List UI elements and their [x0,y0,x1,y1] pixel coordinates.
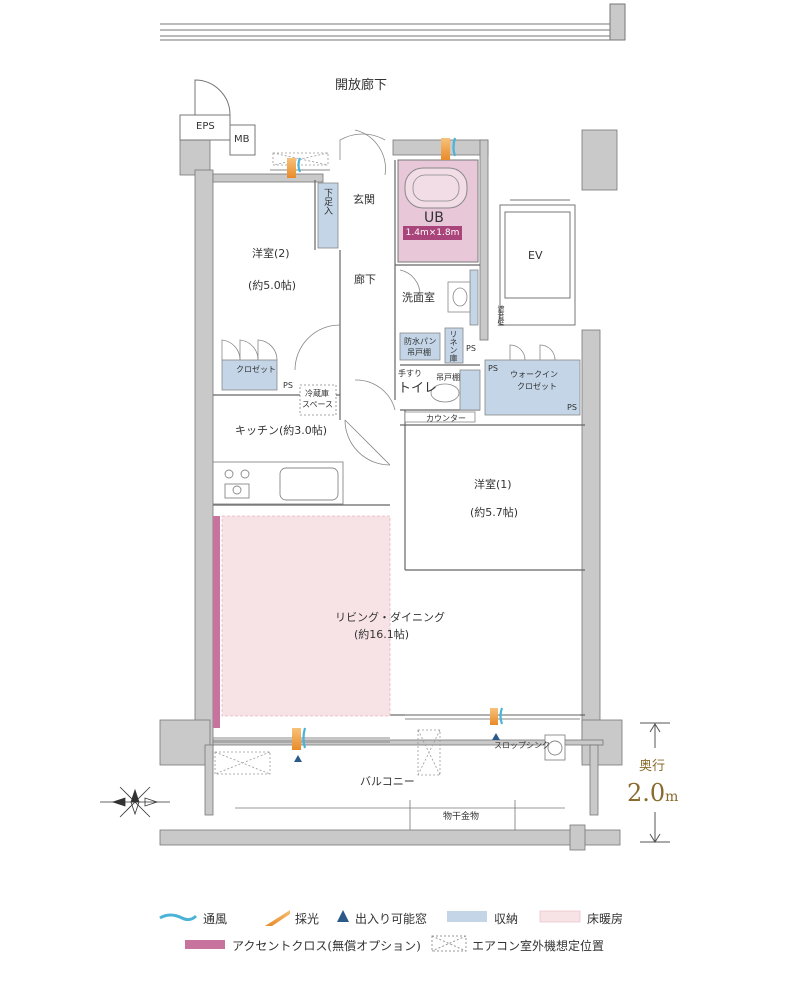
linen-label: リネン庫 [449,330,458,362]
walkin-label-2: クロゼット [517,382,557,391]
tsuridana2-label: 吊戸棚 [436,373,460,382]
closet-label: クロゼット [236,365,276,374]
tsuridana1-label: 吊戸棚 [407,348,431,357]
closet-doors [221,339,556,361]
getabako-label: 下足入 [322,188,332,215]
legend-shuno: 収納 [494,912,519,926]
roka-label: 廊下 [354,273,376,286]
legend-saiko: 採光 [295,912,320,926]
corridor-label: 開放廊下 [335,78,388,93]
walls [159,129,623,851]
living-label: リビング・ダイニング [335,611,445,624]
legend-deiri: 出入り可能窓 [355,912,428,926]
ev-label: EV [528,249,543,262]
yoshitsu2-size: (約5.0帖) [248,279,297,292]
depth-value: 2.0m [627,779,678,807]
hang-rail [235,800,565,830]
yoshitsu1-label: 洋室(1) [474,478,512,491]
compass-icon [100,786,170,818]
bousui-label: 防水パン [404,337,437,346]
space-label: スペース [302,400,334,409]
eps-label: EPS [196,121,215,132]
floor-heating [213,515,391,728]
genkan-label: 玄関 [353,193,375,206]
fixtures [299,281,476,423]
shaon-label: 遮音壁 [497,305,505,326]
legend-tsufu: 通風 [203,912,228,926]
airflow-light-markers [287,137,504,762]
kitchen-label: キッチン(約3.0帖) [235,424,328,437]
ps-label-3: PS [567,403,577,412]
legend-accent: アクセントクロス(無償オプション) [232,939,421,953]
senmen-label: 洗面室 [402,291,435,304]
depth-number: 2.0 [627,779,666,807]
legend-aircon: エアコン室外機想定位置 [472,939,605,953]
slop-label: スロップシンク [494,741,550,750]
yoshitsu1-size: (約5.7帖) [470,506,519,519]
doors [294,129,421,466]
living-size: (約16.1帖) [354,628,410,641]
balcony-label: バルコニー [360,775,415,788]
ub-size-badge: 1.4m×1.8m [403,226,462,240]
tesuri-label: 手すり [398,369,422,378]
mb-label: MB [234,134,250,145]
unit-bath [397,159,479,263]
ps-label-1: PS [466,344,476,353]
counter-label: カウンター [426,414,466,423]
monohoshi-label: 物干金物 [443,812,480,822]
ps-label-2: PS [488,364,498,373]
ub-label: UB [424,210,444,226]
depth-indicator [640,722,670,843]
ps-label-4: PS [283,381,293,390]
depth-unit: m [665,789,679,805]
depth-title: 奥行 [639,759,666,774]
eps-mb [179,79,256,156]
corridor-railing [160,3,626,41]
slop-sink [544,734,566,761]
elevator [499,199,576,326]
walkin-label-1: ウォークイン [510,370,558,379]
yoshitsu2-label: 洋室(2) [252,247,290,260]
legend-swatches [159,910,581,952]
reizouko-label: 冷蔵庫 [305,389,329,398]
kitchen-counter [212,461,344,505]
storage-areas [221,182,581,416]
legend-yukadanbou: 床暖房 [587,912,624,926]
toilet-label: トイレ [398,381,438,396]
